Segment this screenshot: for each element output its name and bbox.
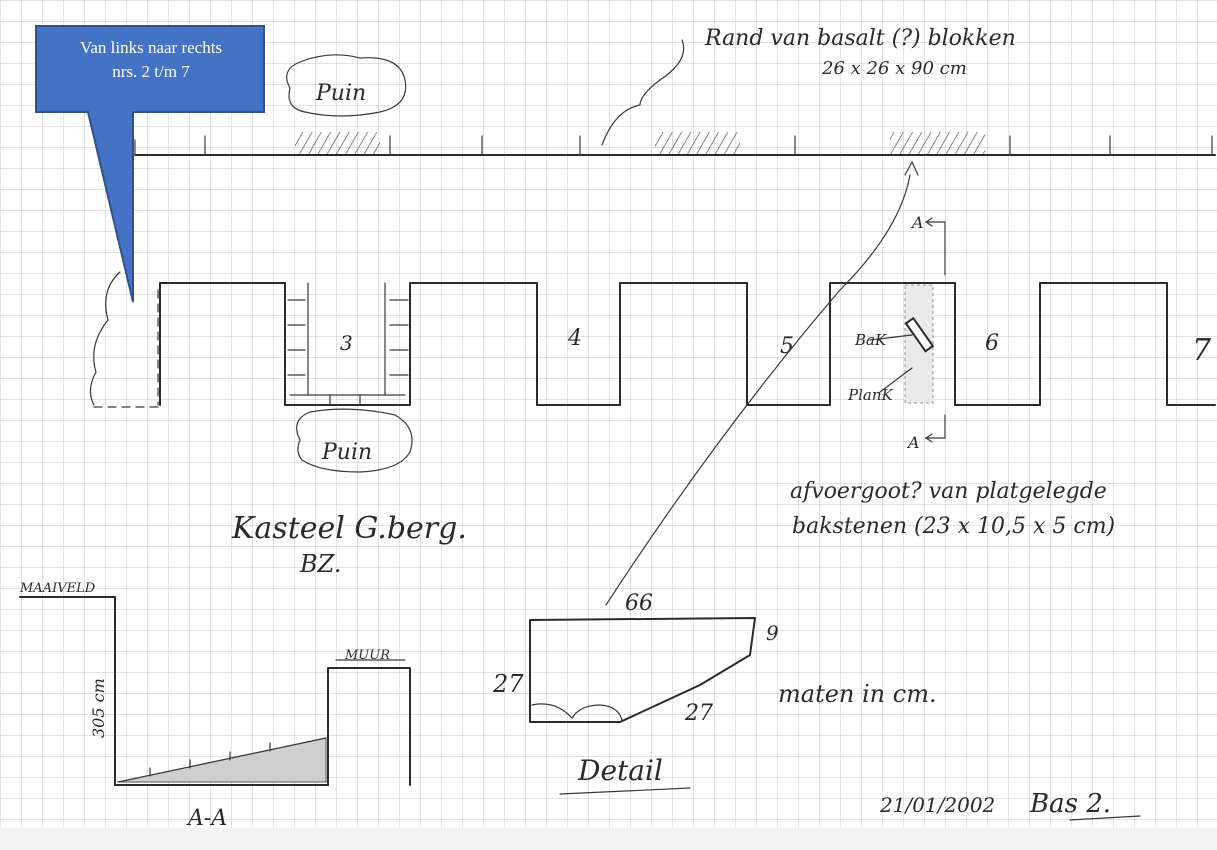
puin-cloud-top [286, 54, 407, 117]
left-wall [89, 271, 121, 406]
callout-line1: Van links naar rechts [79, 38, 223, 57]
dim-top: 66 [625, 591, 653, 616]
puin-cloud-bottom [296, 408, 413, 473]
sketch-title-line2: BZ. [299, 550, 342, 578]
afvoergoot-line1: afvoergoot? van platgelegde [790, 479, 1107, 504]
section-arrow-bottom-label: A [906, 433, 920, 452]
sketch-title-line1: Kasteel G.berg. [231, 511, 467, 546]
units-note: maten in cm. [778, 680, 937, 708]
left-dashed [93, 289, 161, 408]
brick-gutter-6 [869, 284, 935, 404]
maaiveld-label: MAAIVELD [19, 581, 96, 596]
brick-lining-3 [287, 282, 409, 406]
trench-number-3: 3 [340, 331, 353, 355]
rand-label-line1: Rand van basalt (?) blokken [704, 26, 1016, 51]
trench-number-5: 5 [780, 334, 794, 359]
dim-bottom: 27 [684, 701, 713, 726]
edge-arrow [904, 160, 919, 176]
detail-label: Detail [577, 754, 663, 787]
muur-label: MUUR [344, 648, 390, 663]
rand-label-line2: 26 x 26 x 90 cm [821, 58, 967, 79]
dim-left: 27 [492, 670, 524, 698]
callout-line2: nrs. 2 t/m 7 [112, 62, 190, 81]
bak-label: BaK [854, 331, 887, 349]
signature-underline [1069, 815, 1141, 821]
callout-text: Van links naar rechts nrs. 2 t/m 7 [40, 36, 262, 84]
puin-bottom-label: Puin [321, 440, 372, 465]
trench-number-6: 6 [985, 331, 999, 356]
callout-shape [35, 25, 265, 303]
graph-paper [0, 0, 1217, 828]
signature: Bas 2. [1029, 789, 1111, 819]
section-aa-drawing [19, 596, 411, 786]
dim-right: 9 [766, 621, 779, 645]
section-aa-label: A-A [186, 806, 227, 831]
rand-pointer [601, 39, 685, 146]
bottom-margin [0, 828, 1217, 850]
trench-number-4: 4 [567, 326, 582, 351]
depth-label: 305 cm [89, 678, 108, 738]
trench-number-7: 7 [1192, 333, 1212, 368]
puin-top-label: Puin [315, 81, 366, 106]
detail-leader [605, 174, 911, 606]
detail-drawing [529, 617, 756, 795]
date-label: 21/01/2002 [879, 793, 995, 817]
basalt-edge [134, 132, 1216, 156]
plank-label: PlanK [847, 386, 893, 404]
section-arrow-top-label: A [910, 213, 924, 232]
afvoergoot-line2: bakstenen (23 x 10,5 x 5 cm) [792, 514, 1115, 539]
section-markers [924, 217, 946, 443]
trench-outline [159, 282, 1216, 406]
